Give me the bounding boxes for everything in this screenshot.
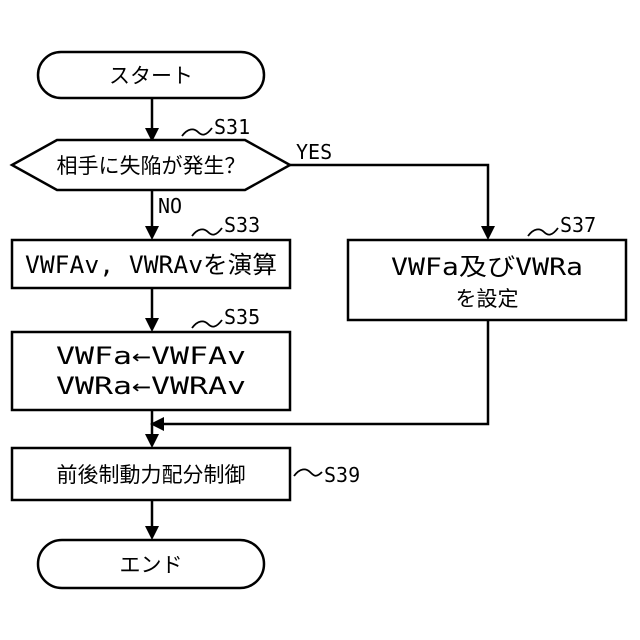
- step-leader-s39: [294, 469, 322, 476]
- assign-line1: VWFa←VWFAv: [56, 342, 246, 370]
- assign-line2: VWRa←VWRAv: [56, 372, 246, 400]
- set-line1: VWFa及びVWRa: [391, 253, 583, 281]
- step-label-s37: S37: [560, 213, 596, 237]
- decision-label: 相手に失陥が発生？: [57, 154, 246, 178]
- arrowhead-compute: [145, 226, 159, 240]
- decision-node: 相手に失陥が発生？ S31 YES NO: [12, 115, 332, 218]
- step-label-s31: S31: [214, 115, 250, 139]
- set-line2: を設定: [456, 287, 519, 311]
- no-label: NO: [158, 194, 182, 218]
- arrowhead-control: [145, 434, 159, 448]
- control-label: 前後制動力配分制御: [57, 463, 246, 487]
- end-label: エンド: [120, 553, 183, 577]
- arrowhead-end: [145, 526, 159, 540]
- step-label-s35: S35: [224, 305, 260, 329]
- yes-label: YES: [296, 140, 332, 164]
- compute-label: VWFAv, VWRAvを演算: [25, 251, 277, 279]
- process-control: 前後制動力配分制御 S39: [12, 448, 360, 500]
- arrowhead-set: [481, 226, 495, 240]
- start-label: スタート: [109, 64, 193, 88]
- step-label-s33: S33: [224, 213, 260, 237]
- step-leader-s37: [528, 228, 558, 236]
- step-leader-s35: [192, 320, 222, 328]
- arrowhead-assign: [145, 318, 159, 332]
- step-label-s39: S39: [324, 463, 360, 487]
- step-leader-s31: [182, 128, 212, 136]
- end-terminal: エンド: [38, 540, 264, 588]
- step-leader-s33: [192, 228, 222, 236]
- start-terminal: スタート: [38, 52, 264, 98]
- connector-decision-yes: [290, 165, 488, 228]
